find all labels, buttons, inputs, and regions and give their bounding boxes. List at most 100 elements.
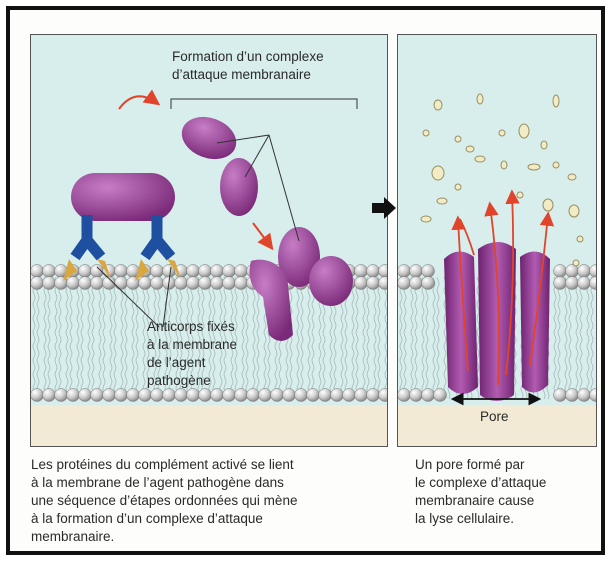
phospholipid-head bbox=[151, 265, 164, 278]
phospholipid-head bbox=[43, 277, 56, 290]
phospholipid-head bbox=[223, 389, 236, 402]
phospholipid-head bbox=[115, 389, 128, 402]
phospholipid-head bbox=[31, 265, 44, 278]
phospholipid-head bbox=[398, 277, 411, 290]
phospholipid-head bbox=[175, 389, 188, 402]
phospholipid-head bbox=[139, 277, 152, 290]
left-caption-line-4: à la formation d’un complexe d’attaque bbox=[31, 510, 297, 528]
phospholipid-head bbox=[103, 389, 116, 402]
phospholipid-head bbox=[367, 389, 380, 402]
phospholipid-head bbox=[235, 389, 248, 402]
phospholipid-head bbox=[422, 265, 435, 278]
phospholipid-head bbox=[331, 389, 344, 402]
phospholipid-head bbox=[355, 389, 368, 402]
phospholipid-head bbox=[355, 277, 368, 290]
phospholipid-head bbox=[91, 389, 104, 402]
phospholipid-head bbox=[187, 265, 200, 278]
right-caption-line-4: la lyse cellulaire. bbox=[415, 510, 546, 528]
phospholipid-head bbox=[91, 277, 104, 290]
right-caption-line-1: Un pore formé par bbox=[415, 456, 546, 474]
phospholipid-head bbox=[55, 389, 68, 402]
phospholipid-head bbox=[199, 389, 212, 402]
phospholipid-head bbox=[187, 277, 200, 290]
phospholipid-head bbox=[367, 277, 380, 290]
phospholipid-head bbox=[379, 265, 389, 278]
antibody-label: Anticorps fixés à la membrane de l’agent… bbox=[147, 318, 237, 390]
phospholipid-head bbox=[187, 389, 200, 402]
phospholipid-head bbox=[259, 389, 272, 402]
antibody-label-line-3: de l’agent bbox=[147, 354, 237, 372]
phospholipid-head bbox=[578, 265, 591, 278]
phospholipid-head bbox=[151, 389, 164, 402]
antibody-label-line-1: Anticorps fixés bbox=[147, 318, 237, 336]
complex-title-line-2: d’attaque membranaire bbox=[172, 66, 324, 84]
phospholipid-head bbox=[211, 389, 224, 402]
arrow-to-complex bbox=[119, 96, 157, 109]
phospholipid-head bbox=[410, 277, 423, 290]
phospholipid-head bbox=[43, 389, 56, 402]
left-caption-line-5: membranaire. bbox=[31, 528, 297, 546]
phospholipid-head bbox=[235, 277, 248, 290]
complex-title: Formation d’un complexe d’attaque membra… bbox=[172, 48, 324, 84]
phospholipid-head bbox=[115, 265, 128, 278]
phospholipid-head bbox=[211, 265, 224, 278]
phospholipid-head bbox=[554, 389, 567, 402]
released-cell-contents bbox=[421, 94, 583, 266]
arrow-assembly bbox=[253, 223, 271, 247]
left-caption-line-1: Les protéines du complément activé se li… bbox=[31, 456, 297, 474]
right-caption: Un pore formé par le complexe d’attaque … bbox=[415, 456, 546, 528]
phospholipid-head bbox=[175, 277, 188, 290]
complex-title-line-1: Formation d’un complexe bbox=[172, 48, 324, 66]
phospholipid-head bbox=[410, 389, 423, 402]
phospholipid-head bbox=[283, 389, 296, 402]
phospholipid-head bbox=[295, 389, 308, 402]
phospholipid-head bbox=[211, 277, 224, 290]
phospholipid-head bbox=[355, 265, 368, 278]
phospholipid-head bbox=[566, 389, 579, 402]
phospholipid-head bbox=[223, 277, 236, 290]
phospholipid-head bbox=[223, 265, 236, 278]
antibody-label-line-4: pathogène bbox=[147, 372, 237, 390]
phospholipid-head bbox=[199, 277, 212, 290]
phospholipid-head bbox=[554, 265, 567, 278]
antibody-label-line-2: à la membrane bbox=[147, 336, 237, 354]
phospholipid-head bbox=[307, 389, 320, 402]
phospholipid-head bbox=[434, 389, 447, 402]
phospholipid-head bbox=[410, 265, 423, 278]
phospholipid-head bbox=[319, 389, 332, 402]
phospholipid-head bbox=[422, 389, 435, 402]
pore-label: Pore bbox=[480, 408, 509, 426]
right-caption-line-3: membranaire cause bbox=[415, 492, 546, 510]
phospholipid-head bbox=[590, 265, 598, 278]
phospholipid-head bbox=[271, 389, 284, 402]
phospholipid-head bbox=[127, 389, 140, 402]
membrane-bottom-heads bbox=[31, 389, 388, 402]
left-caption: Les protéines du complément activé se li… bbox=[31, 456, 297, 546]
right-caption-line-2: le complexe d’attaque bbox=[415, 474, 546, 492]
phospholipid-head bbox=[422, 277, 435, 290]
phospholipid-head bbox=[31, 389, 44, 402]
left-caption-line-2: à la membrane de l’agent pathogène dans bbox=[31, 474, 297, 492]
phospholipid-head bbox=[31, 277, 44, 290]
left-caption-line-3: une séquence d’étapes ordonnées qui mène bbox=[31, 492, 297, 510]
phospholipid-head bbox=[139, 389, 152, 402]
phospholipid-head bbox=[367, 265, 380, 278]
phospholipid-head bbox=[398, 389, 411, 402]
phospholipid-head bbox=[163, 389, 176, 402]
phospholipid-head bbox=[578, 277, 591, 290]
right-panel-illustration bbox=[398, 35, 597, 447]
transition-arrow-icon bbox=[372, 196, 396, 220]
phospholipid-head bbox=[578, 389, 591, 402]
phospholipid-head bbox=[343, 389, 356, 402]
phospholipid-head bbox=[79, 389, 92, 402]
phospholipid-head bbox=[115, 277, 128, 290]
phospholipid-head bbox=[398, 265, 411, 278]
phospholipid-head bbox=[151, 277, 164, 290]
phospholipid-head bbox=[235, 265, 248, 278]
phospholipid-head bbox=[199, 265, 212, 278]
phospholipid-head bbox=[554, 277, 567, 290]
phospholipid-head bbox=[566, 277, 579, 290]
phospholipid-head bbox=[67, 389, 80, 402]
right-panel bbox=[397, 34, 597, 447]
phospholipid-head bbox=[67, 277, 80, 290]
